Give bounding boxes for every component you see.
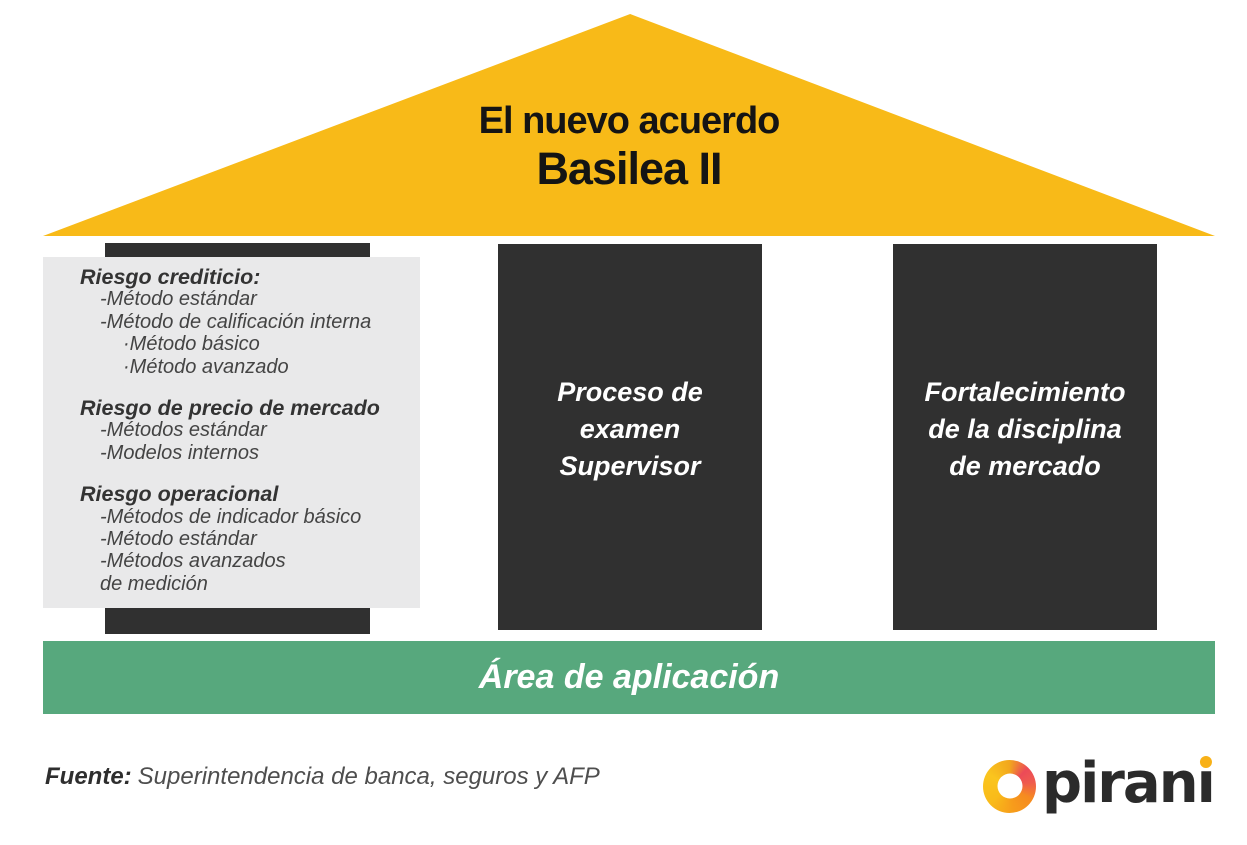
pillar-3-label: Fortalecimiento de la disciplina de mercad… [893,236,1157,622]
pirani-logo: piranı [983,748,1219,820]
risk-item: -Métodos avanzados [100,550,286,573]
pillar-text-line: Supervisor [559,450,701,481]
risk-item: -Método estándar [100,528,257,551]
risk-item: -Métodos de indicador básico [100,505,362,528]
application-area-bar: Área de aplicación [43,641,1215,714]
risk-item: ·Método avanzado [123,355,289,378]
main-title: El nuevo acuerdo [478,100,781,142]
pillar-1-detail-box: Riesgo crediticio:-Método estándar-Métod… [43,257,420,608]
pillar-text-line: Proceso de [557,376,703,407]
risk-group-header: Riesgo crediticio: [80,265,261,289]
risk-group: Riesgo crediticio:-Método estándar-Métod… [80,266,414,378]
pillar-text-line: Fortalecimiento [924,376,1126,407]
risk-item: -Métodos estándar [100,419,267,442]
risk-item: -Método estándar [100,288,257,311]
risk-groups: Riesgo crediticio:-Método estándar-Métod… [80,266,414,595]
pillar-text-line: de la disciplina [928,413,1122,444]
risk-item: -Modelos internos [100,441,259,464]
source-note: Fuente:Superintendencia de banca, seguro… [45,763,600,791]
pirani-ring-icon [983,759,1036,813]
pillar-text-line: de mercado [949,450,1101,481]
subtitle: Basilea II [536,143,722,194]
pillar-3: Fortalecimiento de la disciplina de mercad… [893,244,1157,630]
pirani-wordmark: piranı [1042,751,1216,816]
risk-item: ·Método básico [123,333,260,356]
risk-group-header: Riesgo de precio de mercado [80,396,380,421]
source-label: Fuente: [45,763,132,790]
risk-group: Riesgo de precio de mercado-Métodos está… [80,397,414,464]
risk-group: Riesgo operacional-Métodos de indicador … [80,483,414,595]
source-text: Superintendencia de banca, seguros y AFP [137,763,600,790]
pillar-text-line: examen [579,413,681,444]
risk-item: de medición [100,572,208,595]
application-area-label: Área de aplicación [478,658,780,696]
risk-item: -Método de calificación interna [100,310,372,333]
risk-group-header: Riesgo operacional [80,482,279,507]
